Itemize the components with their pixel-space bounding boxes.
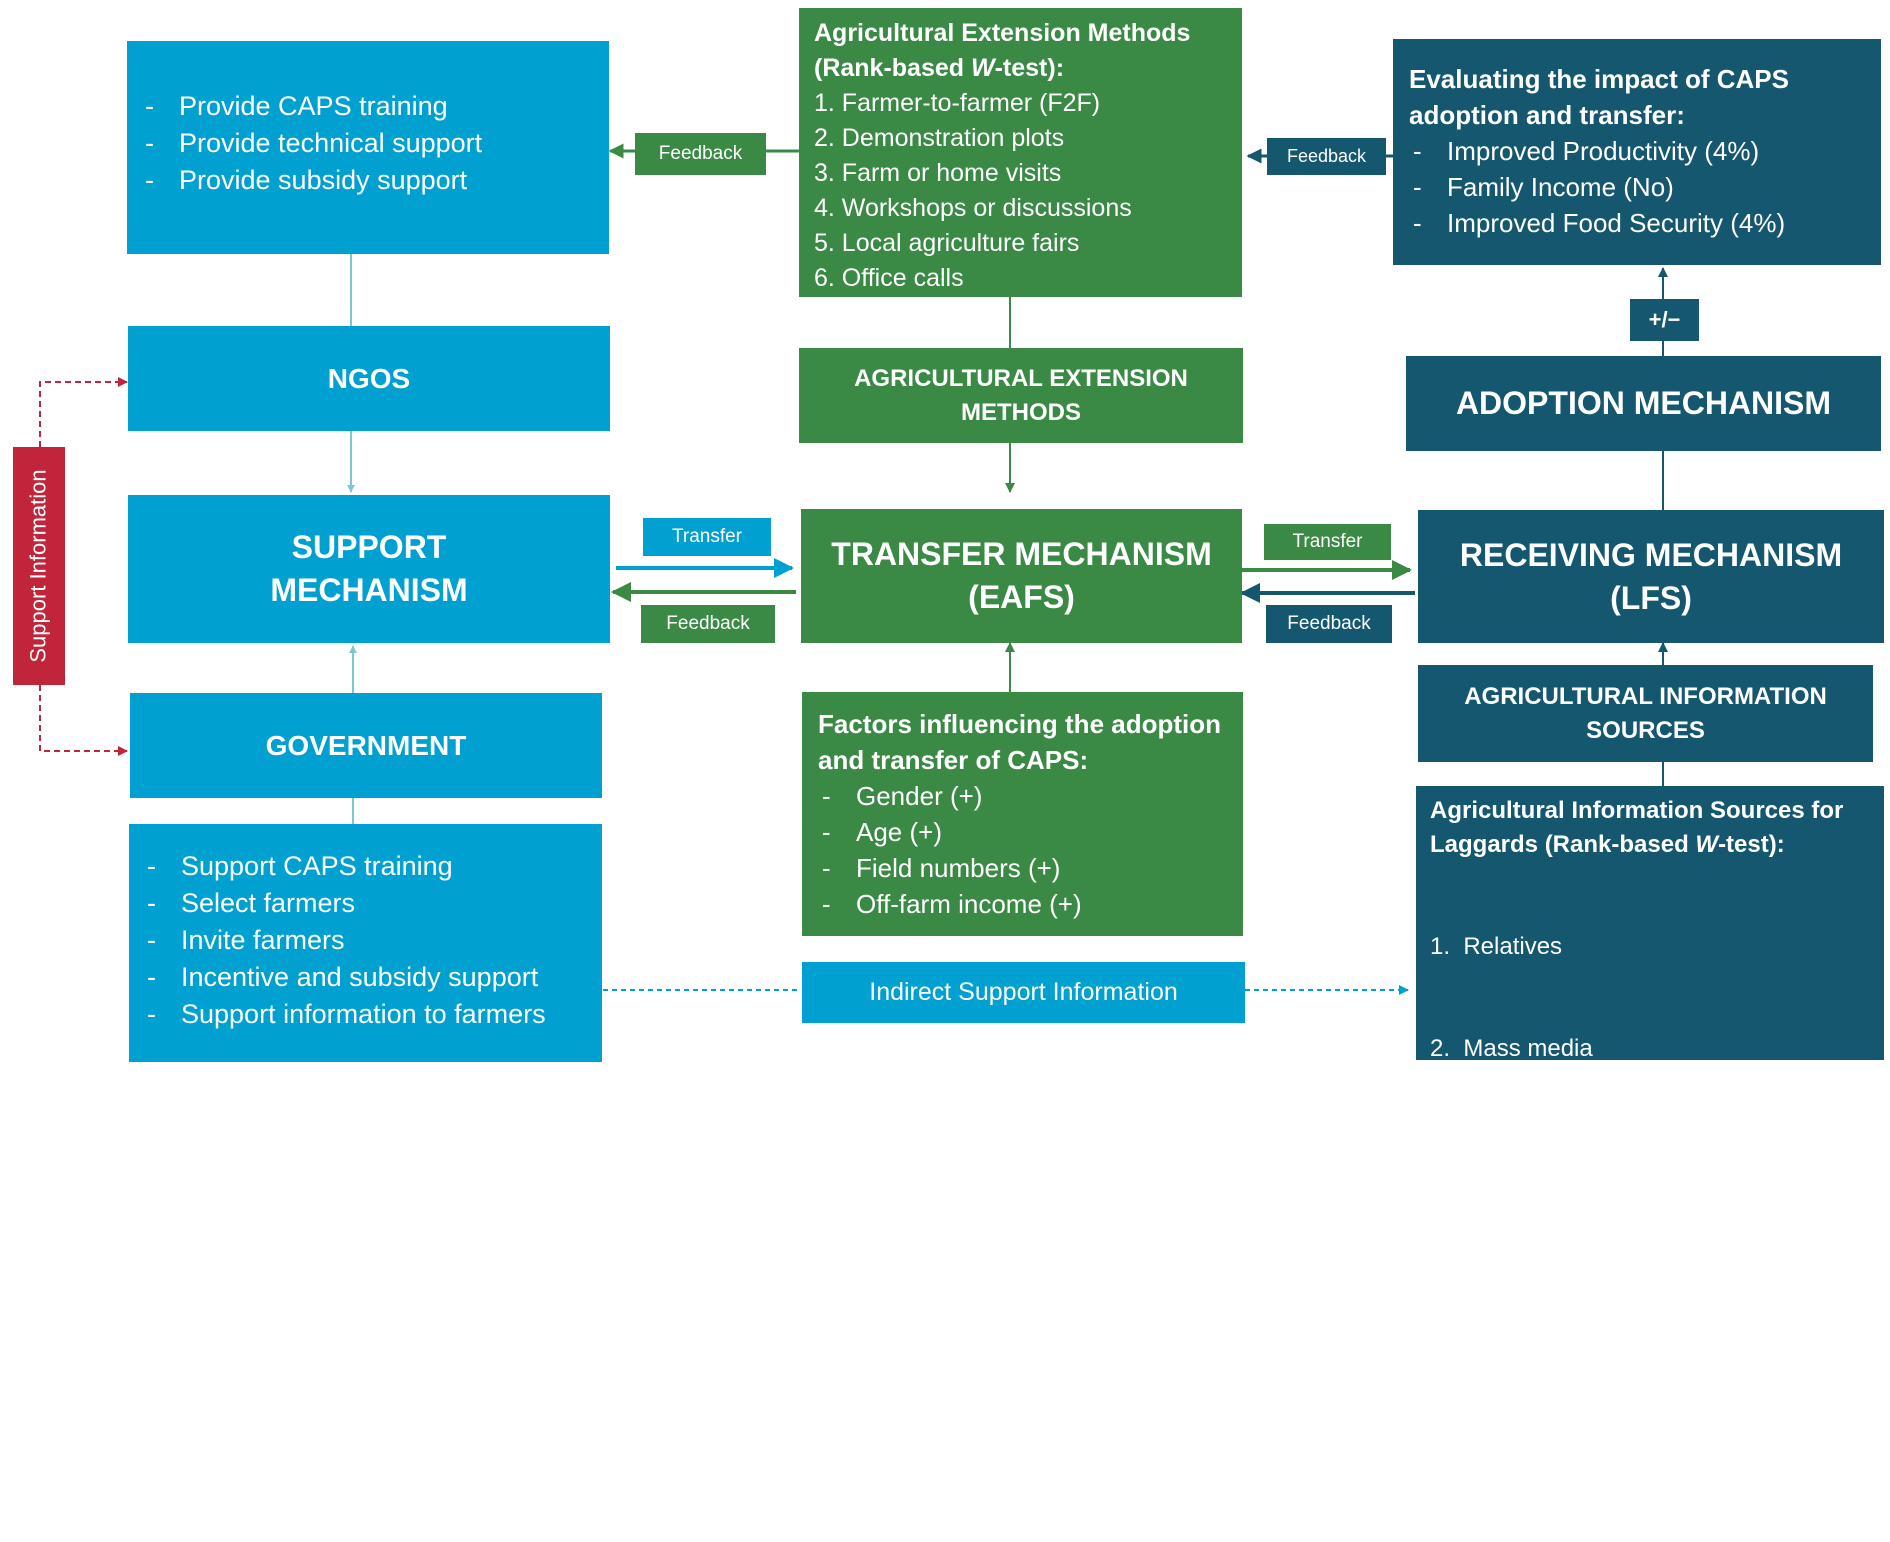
list-item: 6. Own experience xyxy=(1430,1443,1637,1470)
support-actions-box: Provide CAPS training Provide technical … xyxy=(127,41,609,254)
government-actions-list: Support CAPS training Select farmers Inv… xyxy=(143,848,602,1033)
government-box: GOVERNMENT xyxy=(130,693,602,798)
list-item: Off-farm income (+) xyxy=(818,886,1243,922)
extension-methods-title-1: Agricultural Extension Methods xyxy=(814,19,1191,47)
list-item: 5. Government xyxy=(1430,1341,1596,1368)
list-item: Provide technical support xyxy=(141,125,609,162)
factors-list: Gender (+) Age (+) Field numbers (+) Off… xyxy=(818,778,1243,922)
list-item: Invite farmers xyxy=(143,922,602,959)
transfer-mechanism-label-1: TRANSFER MECHANISM xyxy=(831,536,1212,572)
list-item: Age (+) xyxy=(818,814,1243,850)
ngos-box: NGOS xyxy=(128,326,610,431)
list-item: 2. Demonstration plots xyxy=(814,124,1065,152)
government-label: GOVERNMENT xyxy=(265,729,467,761)
receiving-mechanism-label-1: RECEIVING MECHANISM xyxy=(1459,536,1843,573)
indirect-support-label: Indirect Support Information xyxy=(869,978,1178,1006)
extension-methods-title-2: (Rank-based W-test): xyxy=(814,54,1065,82)
extension-methods-list-box: Agricultural Extension Methods (Rank-bas… xyxy=(799,8,1242,297)
connector-layer xyxy=(39,143,1668,995)
list-item: 3. Research xyxy=(1430,1137,1567,1164)
factors-box: Factors influencing the adoption and tra… xyxy=(802,692,1243,936)
list-item: Improved Food Security (4%) xyxy=(1409,205,1881,241)
extension-methods-box: AGRICULTURAL EXTENSION METHODS xyxy=(799,348,1243,443)
transfer-mechanism-label-2: (EAFS) xyxy=(968,579,1075,615)
info-sources-box: AGRICULTURAL INFORMATION SOURCES xyxy=(1418,665,1873,762)
support-mechanism-box: SUPPORT MECHANISM xyxy=(128,495,610,643)
plus-minus-box: +/− xyxy=(1630,299,1699,341)
list-item: Improved Productivity (4%) xyxy=(1409,133,1881,169)
list-item: Provide CAPS training xyxy=(141,88,609,125)
plus-minus-label: +/− xyxy=(1648,307,1681,332)
support-actions-list: Provide CAPS training Provide technical … xyxy=(141,88,609,199)
support-mechanism-label-2: MECHANISM xyxy=(270,572,468,608)
list-item: 6. Office calls xyxy=(814,264,964,292)
info-sources-label-1: AGRICULTURAL INFORMATION xyxy=(1464,682,1827,710)
transfer-tag-label: Transfer xyxy=(671,526,743,547)
feedback-tag-label: Feedback xyxy=(666,613,750,634)
support-mechanism-label-1: SUPPORT xyxy=(291,529,447,565)
indirect-support-box: Indirect Support Information xyxy=(802,962,1245,1023)
government-actions-box: Support CAPS training Select farmers Inv… xyxy=(129,824,602,1062)
list-item: Support CAPS training xyxy=(143,848,602,885)
arrow-support-info-ngos xyxy=(39,377,128,447)
info-sources-label-2: SOURCES xyxy=(1586,716,1705,744)
feedback-tag-label: Feedback xyxy=(1286,146,1367,166)
adoption-mechanism-box: ADOPTION MECHANISM xyxy=(1406,356,1881,451)
ngos-label: NGOS xyxy=(327,362,411,394)
info-sources-title-2: Laggards (Rank-based W-test): xyxy=(1430,831,1785,858)
impact-title-1: Evaluating the impact of CAPS xyxy=(1409,64,1789,94)
transfer-tag-right: Transfer xyxy=(1264,524,1391,560)
list-item: 4. Workshops or discussions xyxy=(814,194,1132,222)
info-sources-list: 1. Relatives 2. Mass media 3. Research 4… xyxy=(1430,862,1884,1542)
feedback-tag-top-left: Feedback xyxy=(635,133,766,175)
extension-methods-label-1: AGRICULTURAL EXTENSION xyxy=(854,364,1188,392)
factors-title-1: Factors influencing the adoption xyxy=(818,709,1221,739)
list-item: Field numbers (+) xyxy=(818,850,1243,886)
list-item: 5. Local agriculture fairs xyxy=(814,229,1080,257)
list-item: Incentive and subsidy support xyxy=(143,959,602,996)
transfer-mechanism-box: TRANSFER MECHANISM (EAFS) xyxy=(801,509,1242,643)
feedback-tag-right: Feedback xyxy=(1266,605,1392,643)
list-item: 4. NGOs xyxy=(1430,1239,1531,1266)
list-item: Gender (+) xyxy=(818,778,1243,814)
extension-methods-label-2: METHODS xyxy=(961,398,1081,426)
list-item: 1. Relatives xyxy=(1430,933,1563,960)
info-sources-title-1: Agricultural Information Sources for xyxy=(1430,797,1844,824)
list-item: 2. Mass media xyxy=(1430,1035,1593,1062)
list-item: 3. Farm or home visits xyxy=(814,159,1062,187)
list-item: Select farmers xyxy=(143,885,602,922)
impact-box: Evaluating the impact of CAPS adoption a… xyxy=(1393,39,1881,265)
impact-list: Improved Productivity (4%) Family Income… xyxy=(1409,133,1881,241)
list-item: 1. Farmer-to-farmer (F2F) xyxy=(814,89,1101,117)
side-label-text: Support Information xyxy=(26,469,52,663)
receiving-mechanism-label-2: (LFS) xyxy=(1610,579,1692,616)
extension-methods-list: 1. Farmer-to-farmer (F2F) 2. Demonstrati… xyxy=(814,86,1242,296)
feedback-tag-left: Feedback xyxy=(641,605,775,643)
transfer-tag-left: Transfer xyxy=(643,518,771,556)
impact-title-2: adoption and transfer: xyxy=(1409,100,1685,130)
factors-title-2: and transfer of CAPS: xyxy=(818,745,1089,775)
feedback-tag-top-right: Feedback xyxy=(1267,138,1386,175)
support-information-side-label: Support Information xyxy=(13,447,65,685)
feedback-tag-label: Feedback xyxy=(658,143,743,164)
info-sources-list-box: Agricultural Information Sources for Lag… xyxy=(1416,786,1884,1470)
list-item: Provide subsidy support xyxy=(141,162,609,199)
list-item: Family Income (No) xyxy=(1409,169,1881,205)
adoption-mechanism-label: ADOPTION MECHANISM xyxy=(1455,385,1832,421)
list-item: Support information to farmers xyxy=(143,996,602,1033)
arrow-support-info-government xyxy=(39,685,128,756)
receiving-mechanism-box: RECEIVING MECHANISM (LFS) xyxy=(1418,510,1884,643)
feedback-tag-label: Feedback xyxy=(1287,613,1371,634)
transfer-tag-label: Transfer xyxy=(1292,531,1363,552)
